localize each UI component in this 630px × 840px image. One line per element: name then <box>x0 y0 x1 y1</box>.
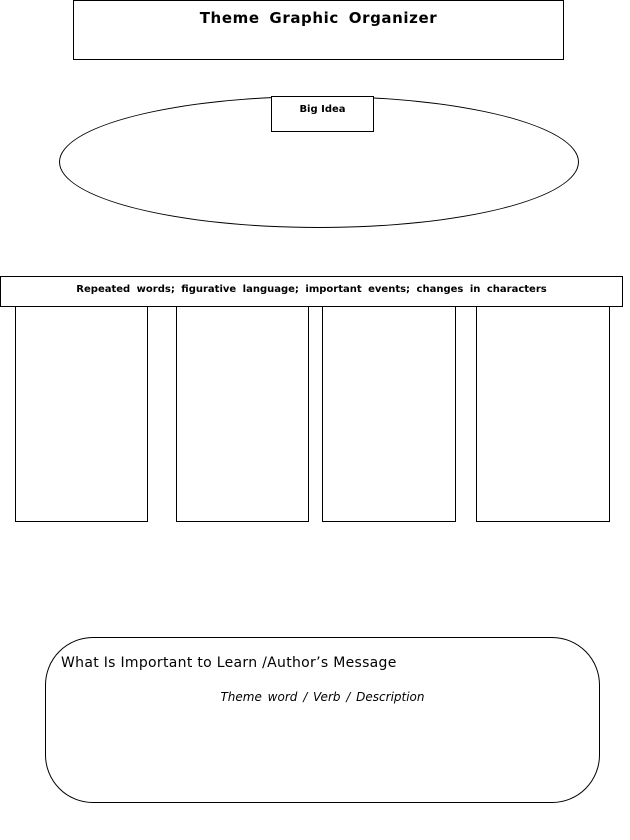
evidence-box-1[interactable] <box>15 306 148 522</box>
evidence-box-3[interactable] <box>322 306 456 522</box>
author-message-title: What Is Important to Learn /Author’s Mes… <box>61 655 397 671</box>
evidence-header: Repeated words; figurative language; imp… <box>0 276 623 307</box>
author-message-subtitle: Theme word / Verb / Description <box>220 690 425 704</box>
author-message-box[interactable]: What Is Important to Learn /Author’s Mes… <box>45 637 600 803</box>
title-box: Theme Graphic Organizer <box>73 0 564 60</box>
evidence-box-4[interactable] <box>476 306 610 522</box>
big-idea-label: Big Idea <box>299 104 346 115</box>
big-idea-label-box: Big Idea <box>271 96 374 132</box>
evidence-header-text: Repeated words; figurative language; imp… <box>76 284 547 295</box>
evidence-box-2[interactable] <box>176 306 309 522</box>
page-title: Theme Graphic Organizer <box>199 9 438 27</box>
